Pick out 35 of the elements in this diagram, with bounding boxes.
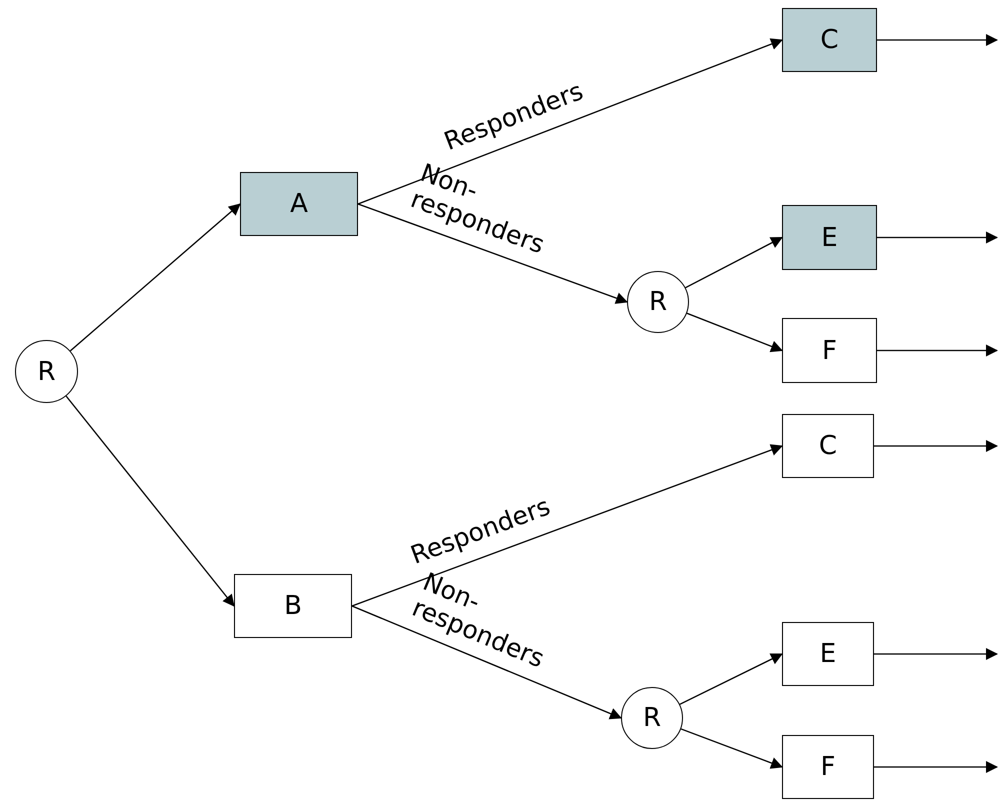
arrow [877,34,998,46]
treatment-box [782,414,874,478]
node-label: B [284,593,302,619]
treatment-box [234,574,352,638]
arrow [877,344,998,356]
arrow [874,440,998,452]
node-label: C [820,27,839,53]
arrow [66,396,235,607]
arrow [874,648,998,660]
node-label: F [822,338,837,364]
arrow [70,203,241,352]
arrow [686,312,783,352]
arrow [877,232,998,244]
treatment-box [782,622,874,686]
node-label: C [818,433,838,459]
treatment-box [240,172,358,236]
arrow [685,236,783,288]
node-label: E [820,641,836,667]
treatment-box [782,735,874,799]
arrow [352,605,622,720]
arrow [358,38,783,205]
arrow [358,203,628,304]
node-label: R [642,705,662,731]
treatment-box [782,205,877,270]
treatment-box [782,318,877,383]
arrow [680,728,783,769]
arrow [680,653,783,705]
arrow [874,761,998,773]
node-label: E [821,224,838,250]
node-label: F [820,754,836,780]
treatment-box [782,8,877,72]
node-label: A [290,191,308,217]
arrow [352,444,783,607]
node-label: R [648,289,668,315]
node-label: R [37,358,56,384]
